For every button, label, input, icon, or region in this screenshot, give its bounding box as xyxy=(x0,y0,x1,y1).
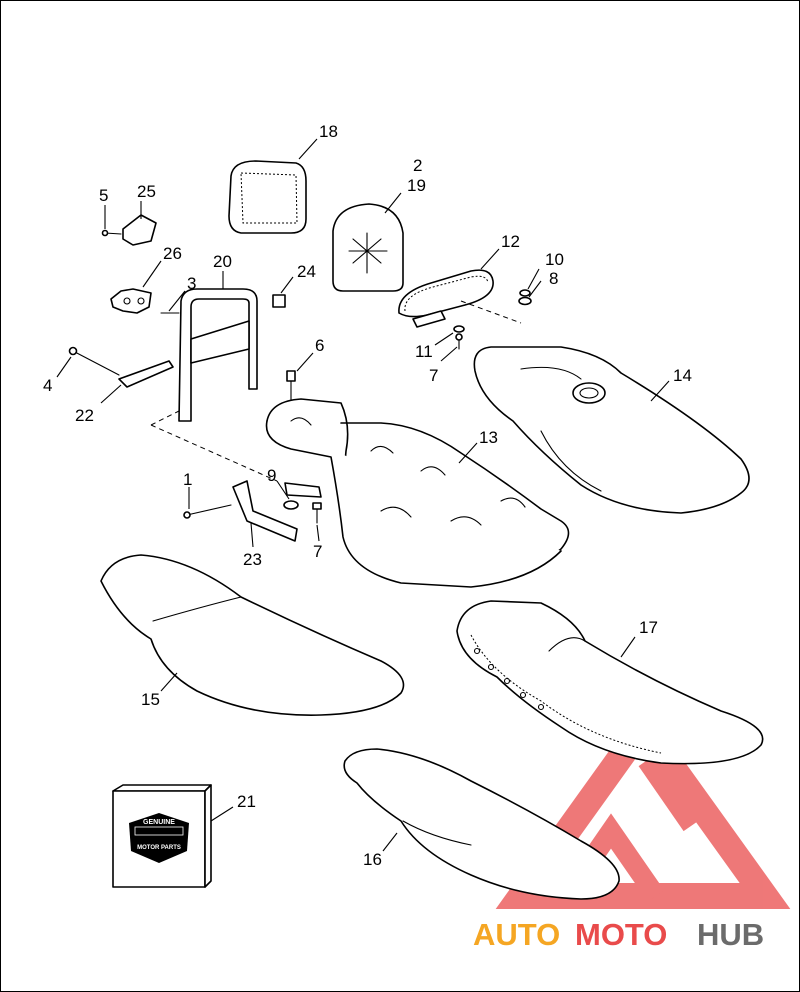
callout-14: 14 xyxy=(673,366,692,385)
callout-10: 10 xyxy=(545,250,564,269)
seat-pan-16 xyxy=(343,748,620,900)
seat-15 xyxy=(100,554,405,716)
watermark-text: AUTO MOTO HUB xyxy=(473,917,764,952)
seat-13 xyxy=(265,398,570,588)
logo-line1: GENUINE xyxy=(143,819,175,826)
callout-19: 19 xyxy=(407,176,426,195)
bracket-25 xyxy=(101,214,157,246)
callout-15: 15 xyxy=(141,690,160,709)
callout-26: 26 xyxy=(163,244,182,263)
backrest-19 xyxy=(332,203,404,292)
bracket-22 xyxy=(68,346,174,388)
callout-11: 11 xyxy=(415,342,433,361)
callout-4: 4 xyxy=(43,376,52,395)
seat-14 xyxy=(473,346,750,514)
callout-7-upper: 7 xyxy=(429,366,438,385)
hardware-9-1-23-7 xyxy=(150,410,322,542)
watermark-hub: HUB xyxy=(697,917,764,952)
box-21: GENUINE MOTOR PARTS xyxy=(112,784,212,888)
strap-12 xyxy=(398,269,522,328)
callout-7-lower: 7 xyxy=(313,542,322,561)
watermark-auto: AUTO xyxy=(473,917,560,952)
hardware-10-8-11-7 xyxy=(453,289,532,350)
callout-5: 5 xyxy=(99,186,108,205)
callout-9: 9 xyxy=(267,466,276,485)
callout-3: 3 xyxy=(187,274,196,293)
sissy-bar-20 xyxy=(160,288,258,422)
callout-12: 12 xyxy=(501,232,520,251)
callout-20: 20 xyxy=(213,252,232,271)
studs xyxy=(473,647,545,711)
callout-25: 25 xyxy=(137,182,156,201)
watermark-moto: MOTO xyxy=(575,917,667,952)
callout-23: 23 xyxy=(243,550,262,569)
callout-16: 16 xyxy=(363,850,382,869)
callout-labels: 18 2 19 5 25 26 20 3 24 12 10 8 11 7 6 1… xyxy=(43,122,692,869)
leader-lines xyxy=(56,138,670,852)
seat-17 xyxy=(456,600,764,765)
callout-18: 18 xyxy=(319,122,338,141)
pad-24 xyxy=(272,294,286,308)
callout-2: 2 xyxy=(413,156,422,175)
logo-line3: MOTOR PARTS xyxy=(137,845,181,851)
backrest-pad-18 xyxy=(228,160,307,234)
callout-21: 21 xyxy=(237,792,256,811)
plate-26 xyxy=(110,288,152,314)
callout-8: 8 xyxy=(549,269,558,288)
callout-17: 17 xyxy=(639,618,658,637)
callout-1: 1 xyxy=(183,470,192,489)
harley-genuine-logo: GENUINE MOTOR PARTS xyxy=(129,813,189,863)
callout-22: 22 xyxy=(75,406,94,425)
callout-24: 24 xyxy=(297,262,316,281)
callout-13: 13 xyxy=(479,428,498,447)
callout-6: 6 xyxy=(315,336,324,355)
screw-6 xyxy=(286,370,296,402)
